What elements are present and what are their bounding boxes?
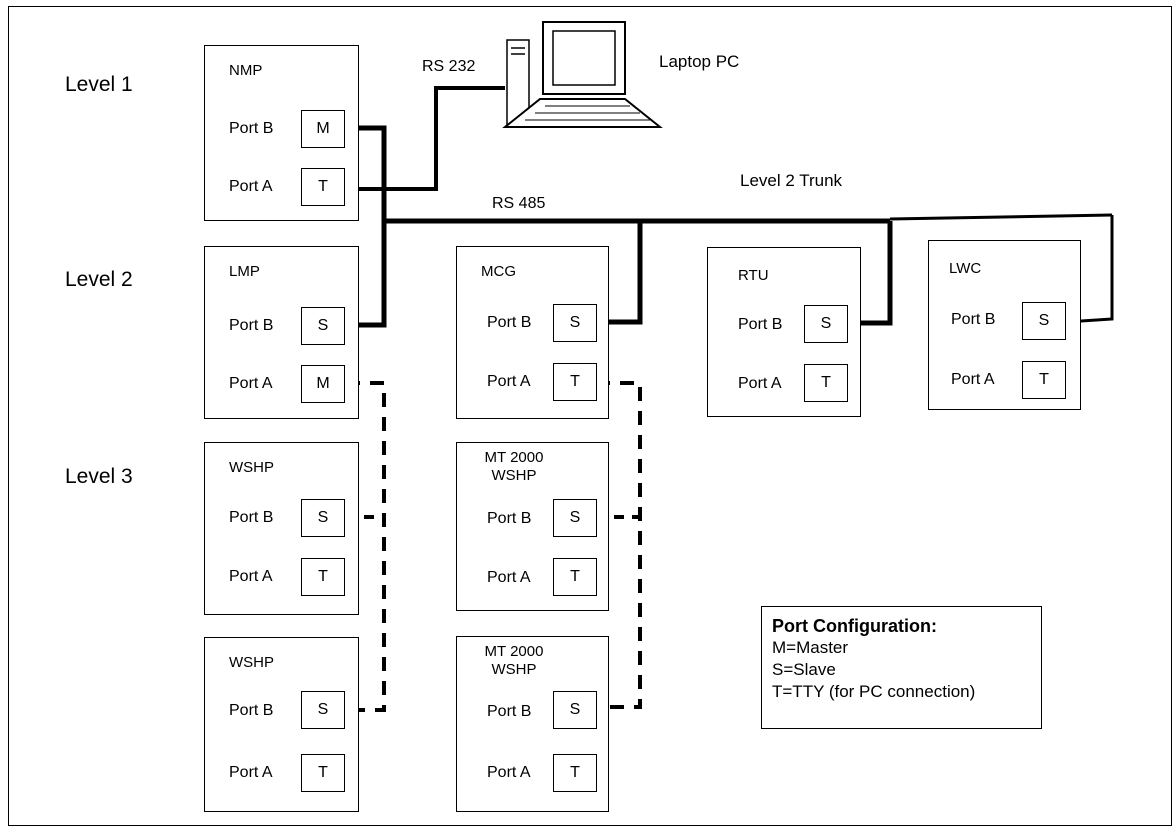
device-name: RTU: [738, 267, 769, 284]
legend-item-slave: S=Slave: [772, 660, 836, 679]
port-a-label: Port A: [229, 568, 273, 585]
port-b-label: Port B: [229, 120, 274, 137]
port-b-mode: S: [553, 691, 597, 729]
level-1-label: Level 1: [65, 73, 133, 96]
mcg-drop-line: [596, 221, 643, 325]
port-a-label: Port A: [229, 375, 273, 392]
device-wshp-2: WSHP Port B S Port A T: [204, 637, 359, 812]
trunk-extension-line: [889, 213, 1113, 221]
port-b-mode: S: [553, 304, 597, 342]
device-name: NMP: [229, 62, 263, 79]
port-b-label: Port B: [951, 311, 996, 328]
port-a-mode: T: [301, 754, 345, 792]
device-name: MT 2000 WSHP: [475, 643, 553, 679]
port-a-label: Port A: [487, 373, 531, 390]
rs232-line: [346, 86, 505, 191]
laptop-pc-icon: [502, 21, 663, 128]
device-name-line-2: WSHP: [491, 661, 537, 678]
device-mt2000-wshp-2: MT 2000 WSHP Port B S Port A T: [456, 636, 609, 812]
level-3-label: Level 3: [65, 465, 133, 488]
lmp-level3-bus: [346, 381, 386, 712]
port-b-label: Port B: [229, 509, 274, 526]
lwc-drop-line: [1065, 215, 1114, 324]
port-a-label: Port A: [738, 375, 782, 392]
port-b-mode: S: [301, 307, 345, 345]
port-b-mode: S: [553, 499, 597, 537]
device-wshp-1: WSHP Port B S Port A T: [204, 442, 359, 615]
port-a-mode: M: [301, 365, 345, 403]
level2-trunk-label: Level 2 Trunk: [740, 171, 843, 190]
legend-title: Port Configuration:: [772, 616, 937, 636]
level-2-label: Level 2: [65, 268, 133, 291]
device-name-line-1: MT 2000: [484, 643, 544, 660]
port-b-mode: S: [804, 305, 848, 343]
device-mt2000-wshp-1: MT 2000 WSHP Port B S Port A T: [456, 442, 609, 611]
port-b-mode: M: [301, 110, 345, 148]
device-name-line-1: MT 2000: [484, 449, 544, 466]
port-a-label: Port A: [229, 178, 273, 195]
legend-item-tty: T=TTY (for PC connection): [772, 682, 976, 701]
device-name-line-2: WSHP: [491, 467, 537, 484]
rs485-label: RS 485: [492, 195, 546, 212]
port-b-mode: S: [301, 499, 345, 537]
port-a-mode: T: [553, 363, 597, 401]
device-name: LMP: [229, 263, 260, 280]
device-name: WSHP: [229, 459, 274, 476]
port-a-mode: T: [804, 364, 848, 402]
legend-item-master: M=Master: [772, 638, 849, 657]
device-name: MT 2000 WSHP: [475, 449, 553, 485]
port-b-label: Port B: [487, 703, 532, 720]
device-name: MCG: [481, 263, 516, 280]
port-a-mode: T: [301, 558, 345, 596]
rtu-drop-line: [848, 221, 893, 326]
port-a-label: Port A: [487, 569, 531, 586]
port-b-label: Port B: [738, 316, 783, 333]
laptop-pc-label: Laptop PC: [659, 52, 740, 71]
port-a-mode: T: [1022, 361, 1066, 399]
device-rtu: RTU Port B S Port A T: [707, 247, 861, 417]
device-lmp: LMP Port B S Port A M: [204, 246, 359, 419]
mcg-level3-bus: [596, 381, 642, 709]
device-name: WSHP: [229, 654, 274, 671]
port-b-mode: S: [301, 691, 345, 729]
port-a-label: Port A: [487, 764, 531, 781]
port-a-mode: T: [301, 168, 345, 206]
port-a-mode: T: [553, 558, 597, 596]
port-a-label: Port A: [951, 371, 995, 388]
port-b-label: Port B: [229, 702, 274, 719]
port-configuration-legend: Port Configuration: M=Master S=Slave T=T…: [761, 606, 1042, 729]
port-a-label: Port A: [229, 764, 273, 781]
device-mcg: MCG Port B S Port A T: [456, 246, 609, 419]
device-nmp: NMP Port B M Port A T: [204, 45, 359, 221]
port-b-mode: S: [1022, 302, 1066, 340]
rs232-label: RS 232: [422, 58, 476, 75]
port-a-mode: T: [553, 754, 597, 792]
port-b-label: Port B: [229, 317, 274, 334]
device-name: LWC: [949, 260, 982, 277]
port-b-label: Port B: [487, 314, 532, 331]
device-lwc: LWC Port B S Port A T: [928, 240, 1081, 410]
port-b-label: Port B: [487, 510, 532, 527]
